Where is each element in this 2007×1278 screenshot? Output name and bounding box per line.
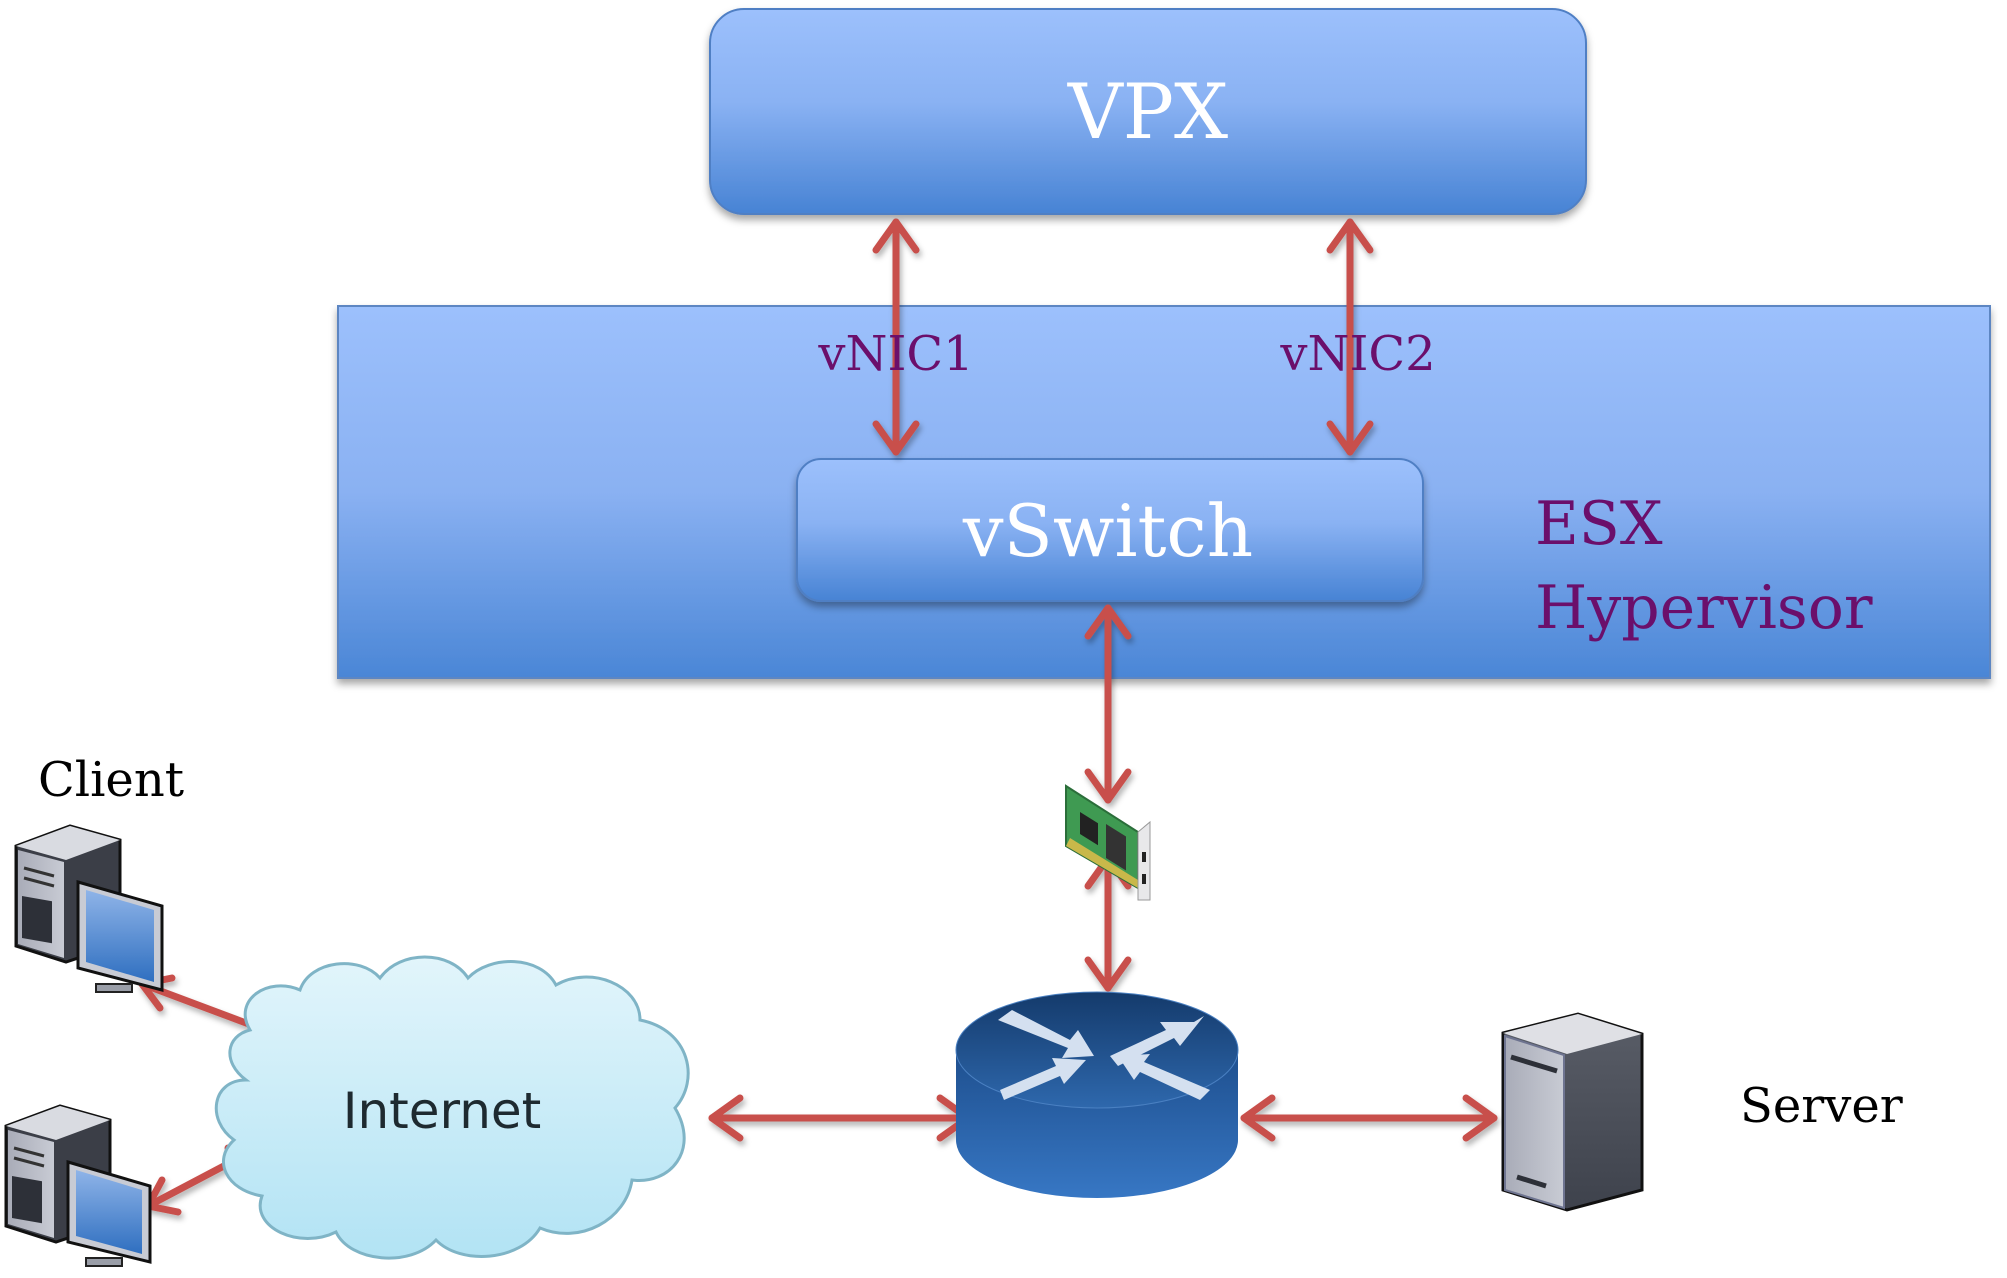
internet-cloud-icon xyxy=(214,955,690,1260)
arrow-vpx-vnic1-vswitch xyxy=(872,218,920,456)
router-icon xyxy=(955,991,1239,1198)
vnic1-label: vNIC1 xyxy=(817,326,973,382)
client-computer-icon xyxy=(4,1104,152,1267)
arrow-vswitch-nic xyxy=(1084,604,1132,804)
server-label: Server xyxy=(1740,1078,1903,1134)
server-icon xyxy=(1501,1012,1644,1212)
network-card-icon xyxy=(1065,784,1151,901)
vswitch-label: vSwitch xyxy=(962,489,1253,573)
vpx-label: VPX xyxy=(1067,67,1228,156)
esx-label: ESX xyxy=(1535,489,1663,559)
vpx-box xyxy=(709,8,1587,215)
vnic2-label: vNIC2 xyxy=(1279,326,1435,382)
hypervisor-label: Hypervisor xyxy=(1535,573,1873,643)
internet-label: Internet xyxy=(343,1082,542,1140)
arrow-vpx-vnic2-vswitch xyxy=(1326,218,1374,456)
vswitch-box xyxy=(796,458,1424,602)
arrow-router-server xyxy=(1240,1094,1498,1142)
client-computer-icon xyxy=(14,824,164,993)
arrow-internet-router xyxy=(708,1094,972,1142)
client-label: Client xyxy=(38,752,184,808)
